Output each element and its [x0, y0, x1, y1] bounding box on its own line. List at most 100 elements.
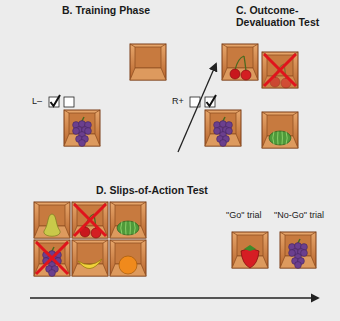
drawing-part [262, 112, 267, 115]
time-arrow [30, 297, 318, 298]
drawing-part [125, 222, 126, 235]
drawing-part [236, 110, 241, 113]
response-checkbox [64, 97, 74, 107]
drawing-part [51, 95, 61, 106]
choice-box [222, 44, 258, 80]
panel-title: D. Slips-of-Action Test [96, 184, 208, 196]
drawing-part [161, 44, 166, 47]
devalued-cross [264, 54, 296, 86]
choice-box [110, 202, 146, 238]
drawing-part [110, 240, 115, 243]
panel-title: C. Outcome- Devaluation Test [236, 4, 336, 28]
drawing-part [230, 69, 240, 79]
drawing-part [227, 47, 253, 68]
drawing-part [280, 232, 316, 268]
drawing-part [39, 243, 65, 264]
drawing-part [285, 235, 311, 256]
drawing-part [65, 202, 70, 205]
drawing-part [64, 110, 100, 146]
drawing-part [121, 222, 122, 235]
drawing-part [253, 44, 258, 47]
drawing-part [95, 110, 100, 113]
drawing-part [34, 202, 70, 238]
drawing-part [263, 232, 268, 235]
drawing-part [210, 113, 236, 134]
drawing-part [134, 222, 135, 235]
drawing-part [220, 121, 227, 128]
devalued-cross [36, 242, 68, 274]
drawing-part [222, 44, 227, 47]
drawing-part [222, 68, 258, 80]
choice-box [110, 240, 146, 276]
drawing-part [130, 68, 166, 80]
choice-box [130, 44, 166, 80]
drawing-part [119, 256, 137, 274]
drawing-part [295, 243, 302, 250]
drawing-part [79, 140, 86, 147]
drawing-part [269, 131, 291, 145]
drawing-part [311, 232, 316, 235]
drawing-part [130, 44, 166, 80]
drawing-part [141, 240, 146, 243]
drawing-part [64, 97, 74, 107]
choice-box [72, 240, 108, 276]
devalued-cross [36, 242, 68, 274]
choice-box [232, 232, 268, 268]
drawing-part [226, 128, 233, 135]
panel-title: B. Training Phase [62, 4, 150, 16]
drawing-part [273, 132, 274, 145]
choice-box [262, 52, 298, 88]
drawing-part [72, 240, 77, 243]
choice-box [280, 232, 316, 268]
drawing-part [64, 110, 69, 113]
drawing-part [117, 221, 139, 235]
drawing-part [78, 259, 102, 269]
trial-label: "Go" trial [226, 210, 261, 220]
drawing-part [110, 202, 115, 205]
devalued-cross [74, 204, 106, 236]
drawing-part [267, 55, 293, 76]
drawing-part [141, 202, 146, 205]
drawing-part [244, 245, 256, 251]
drawing-part [73, 128, 80, 135]
drawing-part [205, 110, 210, 113]
choice-box [262, 112, 298, 148]
drawing-part [277, 132, 278, 145]
drawing-part [220, 140, 227, 147]
drawing-part [69, 113, 95, 134]
drawing-part [286, 132, 287, 145]
drawing-part [207, 95, 217, 106]
drawing-part [241, 249, 259, 268]
choice-box [205, 110, 241, 146]
drawing-part [280, 232, 285, 235]
choice-box [72, 202, 108, 238]
drawing-part [214, 128, 221, 135]
drawing-part [293, 112, 298, 115]
drawing-part [44, 214, 60, 236]
drawing-part [282, 132, 283, 145]
drawing-part [262, 52, 298, 88]
drawing-part [232, 232, 237, 235]
drawing-part [72, 202, 108, 238]
choice-box [64, 110, 100, 146]
drawing-part [110, 240, 146, 276]
devalued-cross [74, 204, 106, 236]
condition-label: L– [32, 96, 42, 106]
drawing-part [135, 47, 161, 68]
response-checkbox [205, 95, 216, 107]
condition-label: R+ [172, 96, 184, 106]
drawing-part [205, 110, 241, 146]
drawing-part [103, 240, 108, 243]
drawing-part [301, 250, 308, 257]
drawing-part [34, 240, 70, 276]
drawing-part [85, 128, 92, 135]
drawing-part [241, 70, 251, 80]
drawing-part [49, 270, 56, 277]
choice-box [34, 240, 70, 276]
response-checkbox [49, 95, 60, 107]
drawing-part [232, 232, 268, 268]
drawing-part [235, 56, 246, 71]
drawing-part [295, 262, 302, 269]
drawing-part [110, 202, 146, 238]
